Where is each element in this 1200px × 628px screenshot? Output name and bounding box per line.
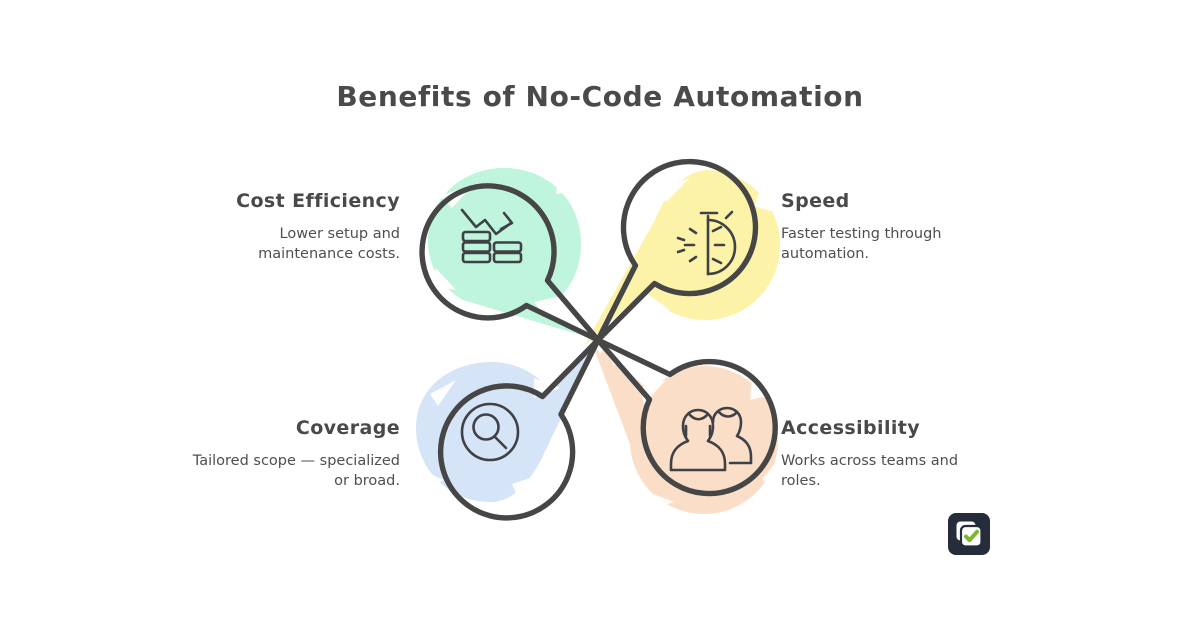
label-heading-accessibility: Accessibility: [781, 417, 921, 439]
label-block-cost-efficiency: Cost Efficiency Lower setup and maintena…: [180, 190, 400, 265]
label-block-coverage: Coverage Tailored scope — specialized or…: [180, 417, 400, 492]
stacked-cards-check-logo: [948, 513, 990, 555]
page-title: Benefits of No-Code Automation: [336, 80, 864, 113]
label-desc-speed: Faster testing through automation.: [781, 225, 942, 263]
magnifier-circle-icon: [460, 402, 520, 462]
label-desc-cost-efficiency: Lower setup and maintenance costs.: [258, 225, 400, 263]
label-block-accessibility: Accessibility Works across teams and rol…: [781, 417, 1001, 492]
stopwatch-speed-icon: [676, 210, 737, 276]
label-desc-accessibility: Works across teams and roles.: [781, 452, 959, 490]
label-heading-cost-efficiency: Cost Efficiency: [236, 190, 400, 212]
pinwheel-diagram: [416, 158, 782, 521]
petal-outline-accessibility: [595, 337, 778, 497]
label-heading-coverage: Coverage: [295, 417, 400, 439]
petal-outlines: [419, 158, 778, 521]
petal-outline-cost-efficiency: [419, 183, 601, 343]
petal-outline-speed: [595, 158, 759, 343]
petal-fill-cost-efficiency: [428, 167, 604, 342]
label-heading-speed: Speed: [781, 190, 850, 212]
coins-declining-arrow-icon: [460, 208, 523, 264]
label-desc-coverage: Tailored scope — specialized or broad.: [192, 452, 400, 490]
label-block-speed: Speed Faster testing through automation.: [781, 190, 996, 265]
people-group-icon: [669, 406, 753, 472]
petal-outline-coverage: [437, 337, 601, 521]
petal-fill-coverage: [416, 336, 600, 502]
